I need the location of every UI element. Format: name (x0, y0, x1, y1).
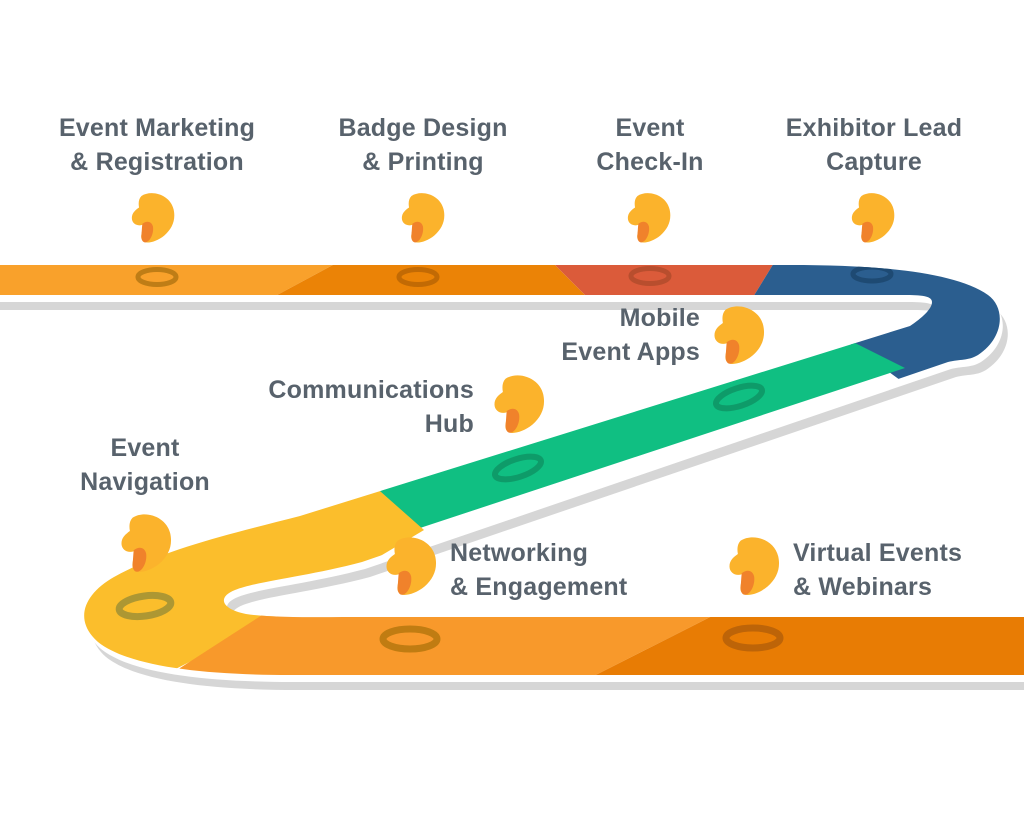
waypoint-label-event-marketing: Event Marketing & Registration (37, 111, 277, 179)
waypoint-label-line: Virtual Events (793, 539, 963, 567)
waypoint-label-line: Event Apps (561, 338, 700, 366)
map-pin-icon (117, 513, 173, 576)
waypoint-label-line: Capture (826, 148, 922, 176)
map-pin-icon (624, 192, 672, 246)
waypoint-label-line: Networking (450, 539, 589, 567)
waypoint-label-line: Communications (268, 376, 474, 404)
map-pin-icon (490, 374, 546, 437)
waypoint-label-event-navigation: Event Navigation (25, 431, 265, 499)
road-markings (115, 265, 894, 653)
waypoint-label-line: Navigation (80, 468, 210, 496)
waypoint-label-line: Event (615, 114, 685, 142)
waypoint-label-line: Badge Design (338, 114, 508, 142)
map-pin-icon (398, 192, 446, 246)
waypoint-label-event-checkin: Event Check-In (530, 111, 770, 179)
waypoint-label-line: Exhibitor Lead (785, 114, 963, 142)
waypoint-label-line: Hub (424, 410, 474, 438)
waypoint-label-communications-hub: Communications Hub (234, 373, 474, 441)
map-pin-icon (725, 536, 781, 599)
map-pin-icon (710, 305, 766, 368)
waypoint-label-line: Check-In (596, 148, 704, 176)
map-pin-icon (382, 536, 438, 599)
waypoint-label-mobile-event-apps: Mobile Event Apps (460, 301, 700, 369)
map-pin-icon (128, 192, 176, 246)
map-pin-icon (848, 192, 896, 246)
waypoint-label-networking-engagement: Networking & Engagement (450, 536, 710, 604)
waypoint-label-exhibitor-lead-capture: Exhibitor Lead Capture (754, 111, 994, 179)
waypoint-label-line: & Webinars (793, 573, 933, 601)
waypoint-label-line: & Printing (362, 148, 484, 176)
waypoint-label-line: Mobile (619, 304, 700, 332)
waypoint-label-line: & Registration (70, 148, 244, 176)
waypoint-label-line: Event (110, 434, 180, 462)
waypoint-label-badge-design: Badge Design & Printing (303, 111, 543, 179)
waypoint-label-virtual-events-webinars: Virtual Events & Webinars (793, 536, 1024, 604)
waypoint-label-line: Event Marketing (58, 114, 256, 142)
waypoint-label-line: & Engagement (450, 573, 628, 601)
